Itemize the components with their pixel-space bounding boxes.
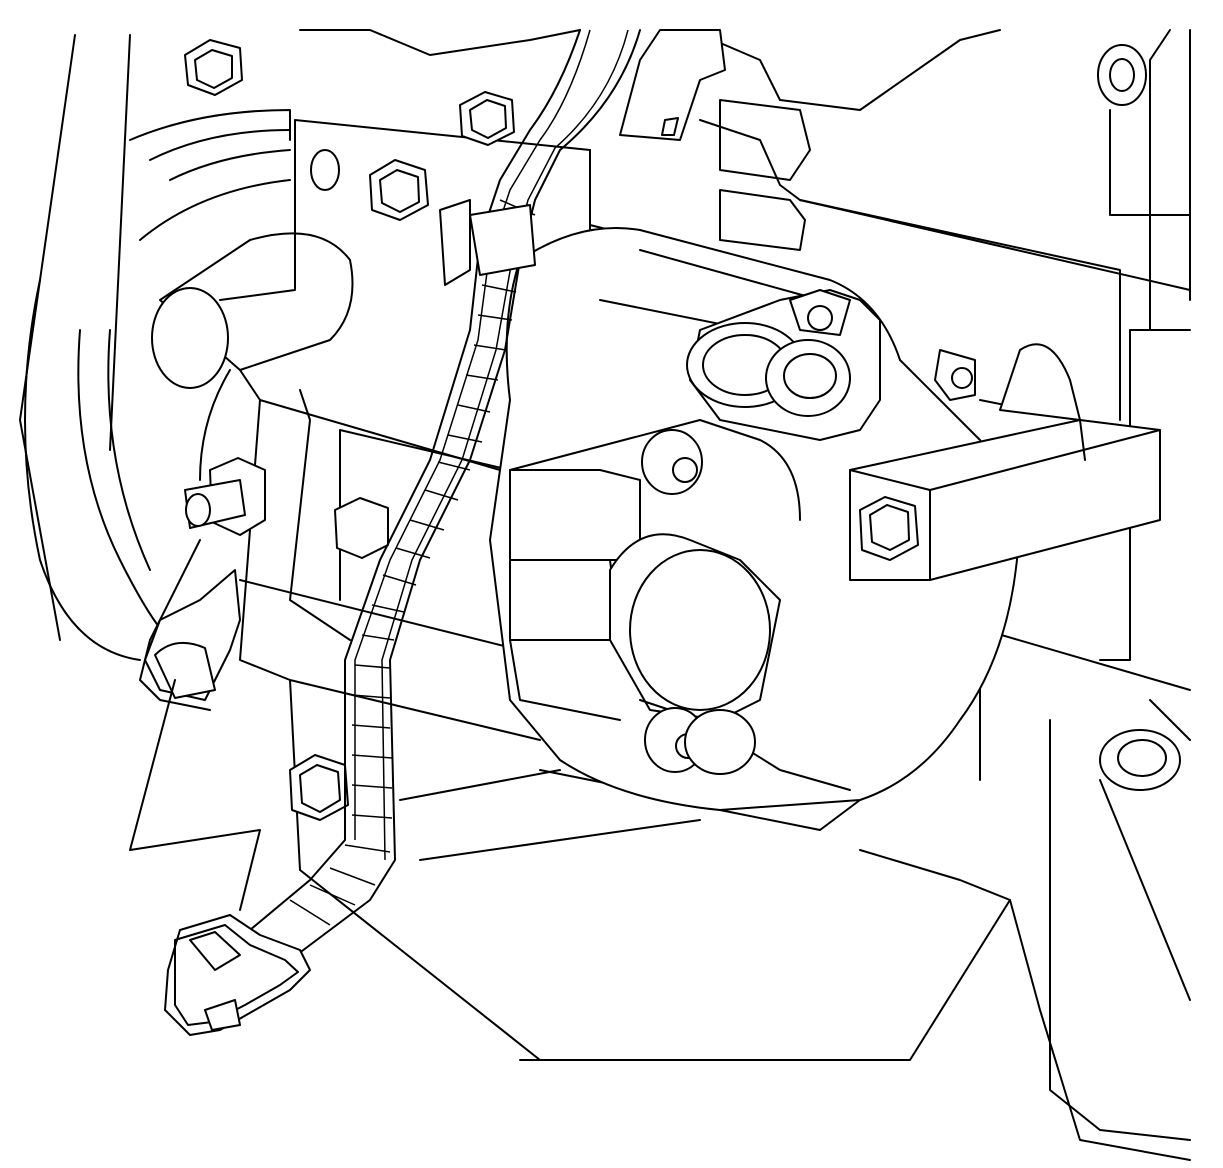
connector-top-center (619, 29, 811, 251)
hex-bolt-left-stud (184, 457, 266, 536)
suction-fitting (686, 289, 976, 441)
wire-harness-conduit (249, 29, 641, 961)
mount-hole-left (310, 149, 340, 191)
mounting-bracket (849, 343, 1161, 581)
engine-boss-lower-right (1099, 729, 1181, 791)
torx-bolt-upper (641, 429, 703, 495)
hex-bolt-center-left (334, 497, 389, 559)
hex-bolt-top-left (184, 39, 243, 96)
engine-boss-top-right (1097, 44, 1147, 106)
sensor-connector-left (129, 539, 261, 911)
hex-bolt-top-center (459, 91, 515, 146)
hex-bolt-lower-left (289, 754, 349, 821)
harness-connector-bottom (164, 914, 311, 1036)
torx-bolt-lower (644, 707, 756, 775)
hex-bolt-upper-left (369, 159, 429, 221)
compressor-pulley (24, 109, 354, 661)
compressor-body (219, 119, 1021, 1061)
hex-bolt-bracket (859, 496, 919, 561)
